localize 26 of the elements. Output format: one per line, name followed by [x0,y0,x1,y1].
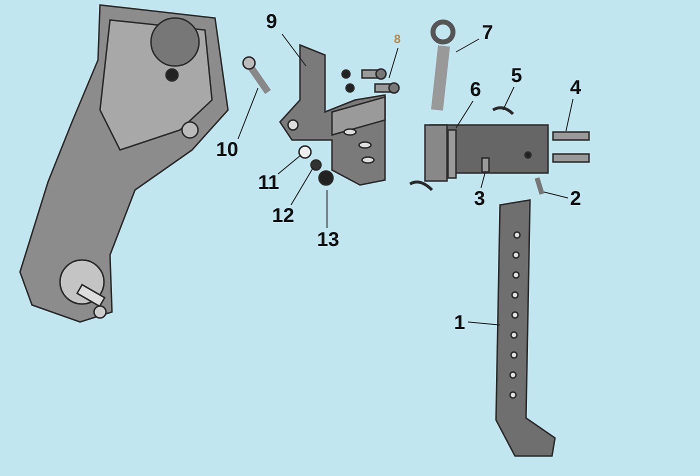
leader-line [388,48,398,78]
callout-number: 13 [317,230,340,250]
callout-number: 9 [266,12,278,32]
callout-number: 12 [272,206,294,226]
leader-line [238,88,258,140]
leader-line [480,172,486,188]
leader-line [290,168,314,206]
callout-number: 6 [470,80,482,100]
leader-line [544,192,568,198]
leader-line [282,34,306,66]
callout-number: 4 [570,78,582,98]
callout-number: 7 [482,23,494,43]
callout-number: 1 [454,313,466,333]
callout-number: 11 [258,173,280,193]
leader-line [456,100,474,128]
callout-number: 8 [394,33,401,45]
callout-number: 5 [511,66,522,86]
callout-number: 2 [570,189,582,209]
leader-line [502,86,514,110]
leader-line [326,190,328,228]
callout-number: 10 [216,140,238,160]
leader-line [468,322,500,326]
leader-line [566,98,574,132]
leader-line [278,154,302,174]
callout-number: 3 [474,189,486,209]
leader-line [456,38,480,52]
